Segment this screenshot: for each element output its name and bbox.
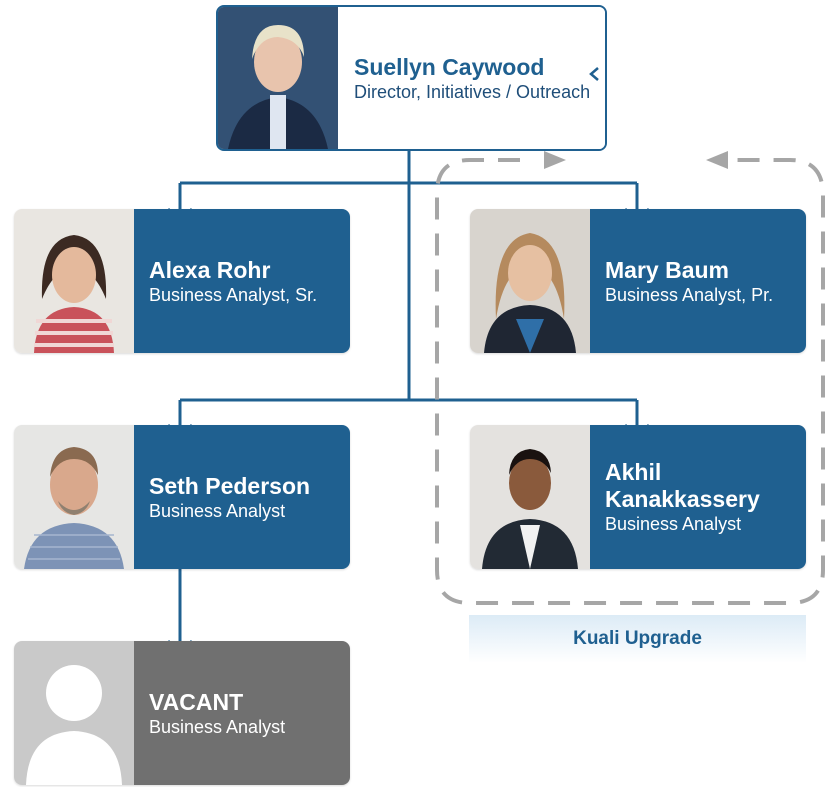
report-name: Akhil Kanakkassery [605, 459, 760, 512]
chevron-left-icon[interactable] [586, 66, 602, 82]
arrow-left-icon [706, 151, 728, 169]
report-photo [14, 209, 134, 353]
arrow-right-icon [544, 151, 566, 169]
report-name: VACANT [149, 688, 244, 715]
report-info: Seth Pederson Business Analyst [134, 425, 350, 569]
report-name: Seth Pederson [149, 472, 311, 499]
manager-card[interactable]: Suellyn Caywood Director, Initiatives / … [216, 5, 607, 151]
report-photo [470, 425, 590, 569]
portrait-icon [218, 7, 338, 149]
report-title: Business Analyst [605, 514, 742, 534]
report-card-akhil-kanakkassery[interactable]: Akhil Kanakkassery Business Analyst [470, 425, 806, 569]
report-title: Business Analyst [149, 500, 286, 521]
manager-photo [218, 7, 338, 149]
manager-name: Suellyn Caywood [354, 53, 545, 80]
report-info: Mary Baum Business Analyst, Pr. [590, 209, 806, 353]
report-info: Alexa Rohr Business Analyst, Sr. [134, 209, 350, 353]
report-card-mary-baum[interactable]: Mary Baum Business Analyst, Pr. [470, 209, 806, 353]
manager-info: Suellyn Caywood Director, Initiatives / … [338, 7, 605, 149]
report-info: VACANT Business Analyst [134, 641, 350, 785]
report-title: Business Analyst [149, 716, 286, 737]
report-title: Business Analyst, Pr. [605, 284, 774, 305]
report-photo [470, 209, 590, 353]
manager-title: Director, Initiatives / Outreach [354, 81, 591, 102]
report-card-seth-pederson[interactable]: Seth Pederson Business Analyst [14, 425, 350, 569]
group-label: Kuali Upgrade [469, 615, 806, 663]
group-outline [435, 158, 825, 605]
report-card-vacant[interactable]: VACANT Business Analyst [14, 641, 350, 785]
report-name: Alexa Rohr [149, 256, 271, 283]
report-title: Business Analyst, Sr. [149, 284, 318, 305]
person-silhouette-icon [14, 641, 134, 785]
report-card-alexa-rohr[interactable]: Alexa Rohr Business Analyst, Sr. [14, 209, 350, 353]
report-photo [14, 425, 134, 569]
report-info: Akhil Kanakkassery Business Analyst [590, 425, 806, 569]
report-name: Mary Baum [605, 256, 729, 283]
